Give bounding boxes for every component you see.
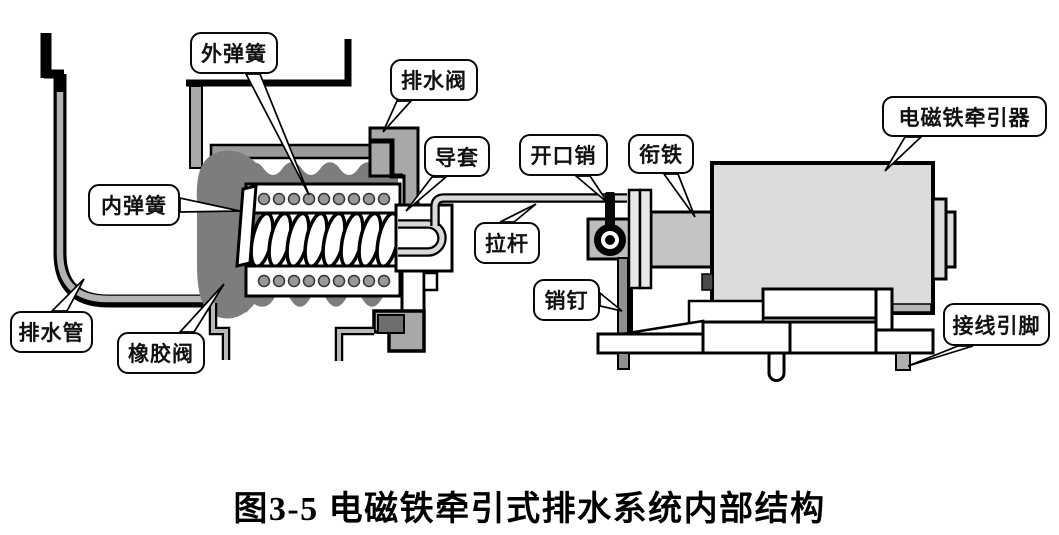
pull-rod [398, 193, 627, 257]
label-pull-rod: 拉杆 [474, 222, 540, 264]
label-rubber-valve: 橡胶阀 [117, 332, 205, 374]
leader-drain-valve [382, 100, 413, 133]
guide-sleeve [394, 203, 454, 317]
base-assembly [596, 287, 935, 382]
leader-pin [599, 291, 623, 312]
label-guide-sleeve: 导套 [424, 136, 490, 177]
electromagnet-body [687, 161, 957, 325]
label-terminal-pins: 接线引脚 [943, 303, 1050, 346]
leader-outer-spring [244, 73, 310, 196]
leader-cotter-pin [573, 175, 609, 204]
label-cotter-pin: 开口销 [519, 134, 608, 176]
label-pin: 销钉 [533, 279, 600, 321]
tub-wall-left [40, 33, 64, 79]
figure-caption: 图3-5 电磁铁牵引式排水系统内部结构 [233, 491, 826, 528]
leader-armature [662, 173, 696, 218]
label-electromagnet-tractor: 电磁铁牵引器 [882, 96, 1047, 137]
tub-wall-top [186, 39, 352, 169]
outer-spring-top-row [244, 182, 402, 215]
mount-bracket-right [334, 326, 374, 361]
inner-spring-coil [249, 211, 401, 269]
label-drain-valve: 排水阀 [390, 59, 478, 101]
outer-spring-bottom-row [244, 264, 402, 298]
pin-joint-ring [594, 224, 626, 256]
label-drain-pipe: 排水管 [10, 311, 93, 353]
mount-bracket-left [208, 303, 231, 360]
valve-body-bottom [372, 309, 426, 353]
leader-terminal-pins [907, 345, 974, 367]
drain-pipe [53, 74, 214, 308]
leader-pull-rod [499, 203, 537, 223]
armature-bar [649, 210, 716, 269]
flange-plates [627, 188, 653, 290]
label-armature: 衔铁 [628, 134, 694, 174]
leader-guide-sleeve [405, 176, 449, 212]
spring-end-plate [235, 184, 258, 268]
label-outer-spring: 外弹簧 [190, 32, 278, 74]
leader-pointers [49, 73, 974, 367]
leader-inner-spring [179, 196, 241, 213]
leader-electromagnet [884, 136, 924, 172]
label-inner-spring: 内弹簧 [88, 184, 180, 226]
